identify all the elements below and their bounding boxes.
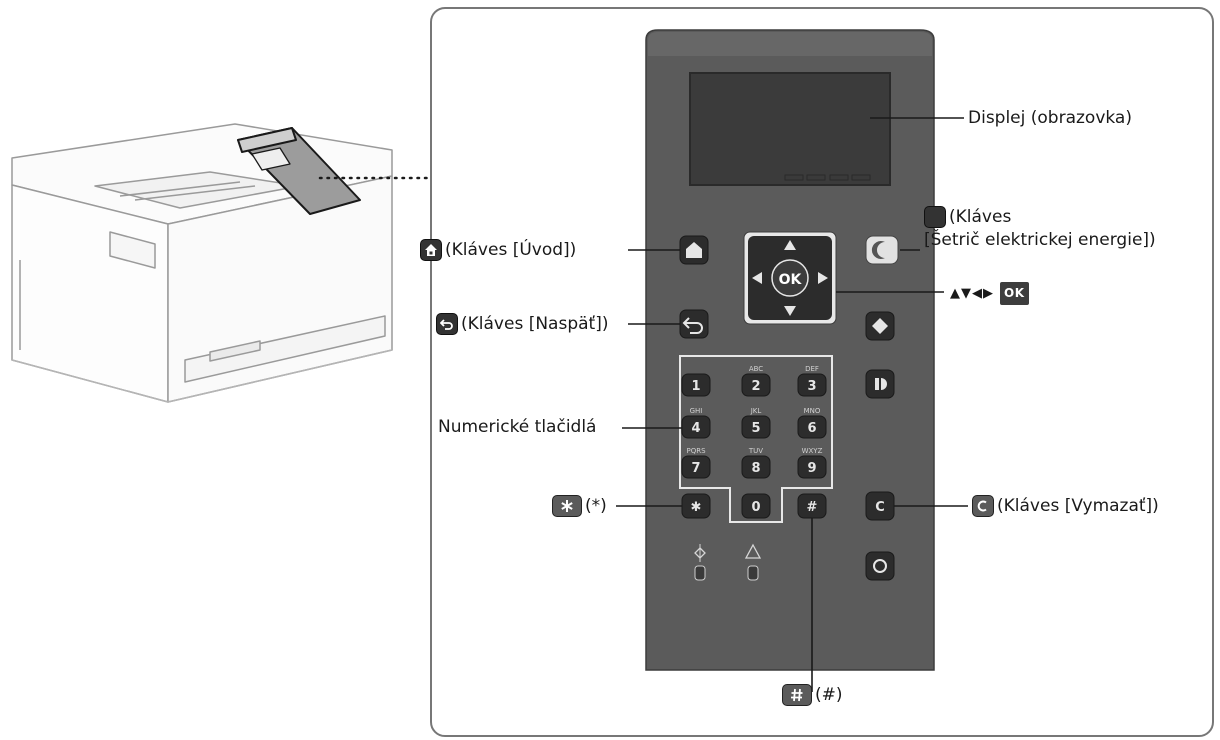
ok-box-label: OK [1000, 282, 1029, 305]
error-led [744, 543, 762, 581]
star-icon [552, 495, 582, 517]
right-key-1[interactable] [865, 311, 895, 341]
numeric-key-6[interactable]: 6 MNO [797, 407, 827, 439]
callout-back: (Kláves [Naspäť]) [436, 313, 608, 335]
numeric-key-letters: JKL [750, 407, 762, 415]
home-key[interactable] [679, 235, 709, 265]
callout-star-text: (*) [585, 495, 607, 516]
callout-display: Displej (obrazovka) [968, 108, 1132, 129]
numeric-key-letters: ABC [749, 365, 763, 373]
arrow-down-icon [784, 306, 796, 316]
numeric-key-letters: GHI [690, 407, 703, 415]
numeric-key-letters: TUV [748, 447, 763, 455]
numeric-key-letters: WXYZ [802, 447, 823, 455]
status-indicators [784, 174, 871, 181]
numeric-key-5[interactable]: 5 JKL [741, 407, 771, 439]
numeric-key-3[interactable]: 3 DEF [797, 365, 827, 397]
right-key-2[interactable] [865, 369, 895, 399]
callout-home: (Kláves [Úvod]) [420, 239, 576, 261]
hash-key[interactable]: # [797, 493, 827, 519]
home-icon [420, 239, 442, 261]
star-key-label: ✱ [691, 500, 702, 515]
callout-energy: (Kláves [Šetrič elektrickej energie]) [924, 206, 1156, 251]
numeric-key-letters: PQRS [686, 447, 706, 455]
numeric-key-label: 1 [691, 379, 700, 394]
ok-key-label: OK [779, 272, 803, 288]
numeric-key-letters: MNO [804, 407, 821, 415]
numeric-keypad-frame [679, 355, 833, 523]
callout-numeric: Numerické tlačidlá [438, 417, 596, 438]
data-led [694, 544, 706, 581]
callout-home-text: (Kláves [Úvod]) [445, 239, 577, 260]
callout-display-text: Displej (obrazovka) [968, 108, 1132, 128]
callout-hash: (#) [782, 684, 843, 706]
hash-icon [782, 684, 812, 706]
numeric-key-9[interactable]: 9 WXYZ [797, 447, 827, 479]
zero-key-label: 0 [751, 500, 760, 515]
star-key[interactable]: ✱ [681, 493, 711, 519]
arrow-pad[interactable]: OK [743, 231, 837, 325]
numeric-key-label: 6 [807, 421, 816, 436]
numeric-key-label: 5 [751, 421, 760, 436]
callout-clear: (Kláves [Vymazať]) [972, 495, 1159, 517]
stop-key[interactable] [865, 551, 895, 581]
printer-illustration [11, 123, 393, 403]
numeric-key-letters: DEF [805, 365, 819, 373]
display-screen [689, 72, 891, 186]
numeric-keypad: 1 2 ABC 3 DEF 4 GHI 5 JKL 6 MNO 7 PQRS 8 TUV 9 WXYZ [681, 365, 827, 479]
callout-numeric-text: Numerické tlačidlá [438, 417, 597, 437]
callout-arrows: ▲▼◀▶ OK [950, 282, 1029, 305]
back-arrow-icon [436, 313, 458, 335]
arrow-symbols-text: ▲▼◀▶ [950, 286, 994, 301]
numeric-key-label: 3 [807, 379, 816, 394]
control-panel-body [645, 29, 935, 671]
numeric-key-4[interactable]: 4 GHI [681, 407, 711, 439]
numeric-key-7[interactable]: 7 PQRS [681, 447, 711, 479]
clear-key-label: C [875, 500, 885, 515]
numeric-key-label: 4 [691, 421, 700, 436]
zero-key[interactable]: 0 [741, 493, 771, 519]
back-key[interactable] [679, 309, 709, 339]
clear-key[interactable]: C [865, 491, 895, 521]
callout-energy-text-line2: [Šetrič elektrickej energie]) [924, 230, 1156, 250]
numeric-key-label: 8 [751, 461, 760, 476]
numeric-key-8[interactable]: 8 TUV [741, 447, 771, 479]
arrow-right-icon [818, 272, 828, 284]
callout-clear-text: (Kláves [Vymazať]) [997, 495, 1159, 516]
arrow-left-icon [752, 272, 762, 284]
numeric-key-label: 7 [691, 461, 700, 476]
callout-back-text: (Kláves [Naspäť]) [461, 313, 609, 334]
numeric-key-1[interactable]: 1 [681, 373, 711, 397]
clear-icon [972, 495, 994, 517]
arrow-up-icon [784, 240, 796, 250]
energy-saver-key[interactable] [865, 235, 899, 265]
callout-energy-text-line1: (Kláves [949, 206, 1012, 227]
printer-control-panel-highlight [237, 127, 361, 215]
leader-lines [616, 117, 968, 692]
moon-icon [924, 206, 946, 228]
hash-key-label: # [807, 500, 818, 515]
numeric-key-label: 2 [751, 379, 760, 394]
callout-hash-text: (#) [815, 684, 843, 705]
numeric-key-label: 9 [807, 461, 816, 476]
callout-star: (*) [552, 495, 607, 517]
numeric-key-2[interactable]: 2 ABC [741, 365, 771, 397]
